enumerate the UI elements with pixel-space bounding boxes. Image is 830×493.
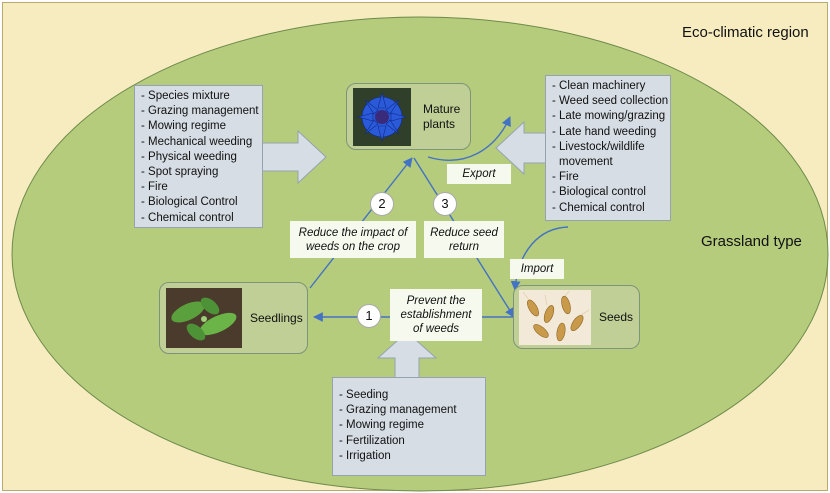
right-list-item: - Livestock/wildlife — [552, 140, 645, 153]
reduce-seed-text: Reduce seed return — [430, 226, 498, 253]
seeds-label: Seeds — [599, 310, 634, 324]
bottom-measures-list: - Seeding - Grazing management - Mowing re… — [332, 377, 486, 476]
seeds-node: Seeds — [513, 285, 640, 349]
right-list-item: - Late hand weeding — [552, 125, 657, 138]
left-measures-list: - Species mixture - Grazing management - M… — [134, 85, 263, 228]
left-list-item: - Biological Control — [141, 196, 238, 209]
mature-plants-node: Mature plants — [346, 83, 471, 150]
export-arrow — [427, 116, 511, 161]
right-list-item: - Fire — [552, 171, 579, 184]
right-list-item: - Late mowing/grazing — [552, 110, 666, 123]
left-list-item: - Mowing regime — [141, 120, 226, 133]
right-list-item: - Weed seed collection — [552, 95, 669, 108]
export-text: Export — [462, 168, 496, 180]
right-block-arrow — [495, 120, 547, 176]
bottom-list-item: - Fertilization — [339, 434, 405, 447]
seedlings-node: Seedlings — [159, 282, 308, 354]
step-number-3: 3 — [433, 192, 457, 216]
right-list-item: - Biological control — [552, 186, 646, 199]
bottom-list-item: - Grazing management — [339, 404, 457, 417]
grassland-type-label: Grassland type — [701, 233, 802, 250]
right-list-item: - Clean machinery — [552, 80, 646, 92]
reduce-seed-caption: Reduce seed return — [424, 221, 504, 258]
left-block-arrow — [261, 129, 327, 185]
bottom-list-item: - Mowing regime — [339, 419, 424, 432]
right-list-item: - Chemical control — [552, 201, 645, 214]
left-list-item: - Grazing management — [141, 105, 259, 118]
left-list-item: - Species mixture — [141, 90, 230, 102]
seeds-icon — [519, 290, 591, 345]
seedling-icon — [166, 288, 242, 348]
left-list-item: - Physical weeding — [141, 150, 237, 163]
reduce-impact-text: Reduce the impact of weeds on the crop — [298, 226, 408, 253]
step-number-2: 2 — [370, 192, 394, 216]
bottom-list-item: - Seeding — [339, 389, 389, 401]
mature-plants-text: Mature plants — [423, 102, 461, 131]
import-caption: Import — [510, 259, 564, 279]
left-list-item: - Chemical control — [141, 211, 234, 224]
export-caption: Export — [447, 164, 511, 184]
cornflower-icon — [353, 88, 411, 146]
eco-climatic-region-label: Eco-climatic region — [682, 24, 809, 41]
left-list-item: - Mechanical weeding — [141, 135, 253, 148]
right-measures-list: - Clean machinery - Weed seed collection -… — [545, 75, 671, 221]
bottom-block-arrow — [376, 331, 438, 379]
left-list-item: - Spot spraying — [141, 166, 219, 179]
reduce-impact-caption: Reduce the impact of weeds on the crop — [290, 221, 416, 258]
mature-plants-label: Mature plants — [423, 102, 460, 132]
step-number-1: 1 — [357, 304, 381, 328]
right-list-item: movement — [559, 156, 613, 169]
import-text: Import — [520, 263, 554, 275]
prevent-text: Prevent the establishment of weeds — [400, 295, 472, 335]
seedlings-label: Seedlings — [250, 311, 303, 325]
left-list-item: - Fire — [141, 181, 168, 194]
prevent-caption: Prevent the establishment of weeds — [390, 289, 482, 341]
bottom-list-item: - Irrigation — [339, 449, 391, 462]
